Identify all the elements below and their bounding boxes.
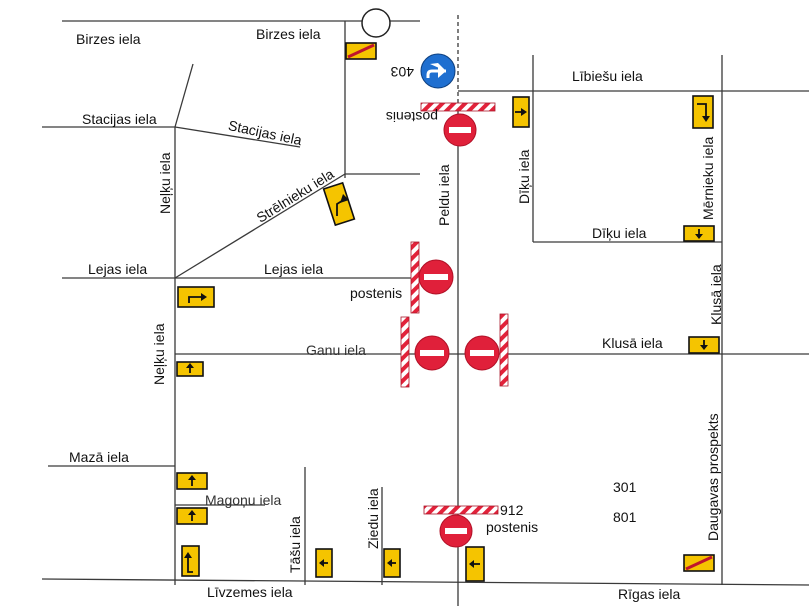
- road-barrier-icon: [420, 102, 496, 112]
- street-label-birzes: Birzes iela: [256, 26, 321, 42]
- no-entry-sign-icon: [414, 335, 450, 371]
- street-label-daugavas: Daugavas prospekts: [705, 413, 721, 541]
- street-label-diku: Dīķu iela: [516, 149, 532, 204]
- street-label-diku: Dīķu iela: [592, 225, 647, 241]
- one-way-arrow-sign-icon: [383, 548, 401, 578]
- street-label-klusa: Klusā iela: [602, 335, 663, 351]
- postenis-label: postenis: [350, 285, 403, 301]
- roundabout-circle-icon: [361, 8, 391, 38]
- number-label: 801: [613, 509, 637, 525]
- street-label-mernieku: Mērnieku iela: [700, 136, 716, 220]
- no-entry-sign-icon: [464, 335, 500, 371]
- one-way-arrow-sign-icon: [176, 361, 204, 377]
- road-barrier-icon: [400, 316, 410, 388]
- street-label-klusa: Klusā iela: [708, 264, 724, 325]
- number-label: 912: [500, 502, 524, 518]
- road-barrier-icon: [410, 241, 420, 314]
- street-label-stacijas: Stacijas iela: [82, 111, 157, 127]
- one-way-arrow-sign-icon: [315, 548, 333, 578]
- turn-right-sign-icon: [181, 545, 200, 577]
- one-way-arrow-sign-icon: [176, 507, 208, 525]
- street-label-tasu: Tāšu iela: [287, 516, 303, 573]
- road-lines: [41, 15, 809, 606]
- street-label-libiesu: Lībiešu iela: [572, 68, 643, 84]
- no-entry-sign-icon: [443, 113, 477, 147]
- no-entry-sign-icon: [439, 514, 473, 548]
- one-way-arrow-sign-icon: [683, 225, 715, 242]
- number-label: 301: [613, 479, 637, 495]
- postenis-label: postenis: [486, 519, 539, 535]
- number-label: 403: [390, 64, 414, 80]
- road-barrier-icon: [499, 313, 509, 387]
- one-way-arrow-sign-icon: [465, 546, 485, 582]
- street-label-peldu: Peldu iela: [436, 164, 452, 227]
- street-label-birzes: Birzes iela: [76, 31, 141, 47]
- street-label-maza: Mazā iela: [69, 449, 129, 465]
- turn-right-sign-icon: [177, 286, 215, 308]
- turn-right-sign-icon: [322, 181, 356, 227]
- street-label-nelku: Neļķu iela: [151, 323, 167, 385]
- end-restriction-sign-icon: [683, 554, 715, 572]
- street-label-lejas: Lejas iela: [88, 261, 148, 277]
- street-label-lejas: Lejas iela: [264, 261, 324, 277]
- street-label-livzemes: Līvzemes iela: [207, 584, 293, 600]
- no-entry-sign-icon: [418, 259, 454, 295]
- street-label-ganu: Ganu iela: [306, 342, 366, 358]
- street-label-nelku: Neļķu iela: [157, 152, 173, 214]
- postenis-label: postenis: [385, 109, 438, 125]
- one-way-arrow-sign-icon: [512, 96, 530, 128]
- street-label-rigas: Rīgas iela: [618, 586, 681, 602]
- one-way-arrow-sign-icon: [688, 336, 720, 354]
- street-label-ziedu: Ziedu iela: [365, 488, 381, 549]
- keep-right-blue-sign-icon: [420, 53, 456, 89]
- end-restriction-sign-icon: [345, 42, 377, 60]
- street-label-magonu: Magoņu iela: [205, 492, 282, 508]
- turn-right-sign-icon: [692, 95, 714, 129]
- one-way-arrow-sign-icon: [176, 472, 208, 490]
- road-barrier-icon: [423, 505, 499, 515]
